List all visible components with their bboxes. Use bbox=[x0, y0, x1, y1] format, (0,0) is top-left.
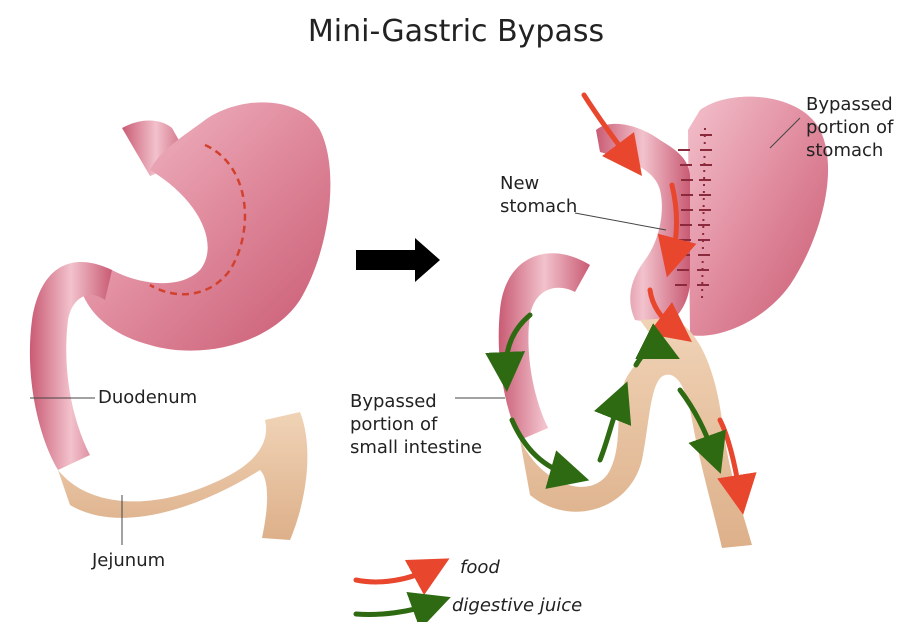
legend-juice-label: digestive juice bbox=[452, 594, 582, 617]
jejunum bbox=[58, 412, 307, 540]
legend-juice-arrow bbox=[356, 604, 432, 615]
label-bypassed-intestine: Bypassed portion of small intestine bbox=[350, 390, 482, 459]
normal-stomach bbox=[30, 102, 331, 470]
label-duodenum: Duodenum bbox=[98, 386, 197, 409]
new-stomach-leader bbox=[575, 213, 666, 230]
legend-food-label: food bbox=[460, 556, 500, 579]
legend-food-arrow bbox=[356, 568, 432, 582]
bypassed-duodenum bbox=[499, 253, 590, 440]
process-arrow bbox=[356, 238, 440, 282]
label-jejunum: Jejunum bbox=[92, 549, 165, 572]
label-new-stomach: New stomach bbox=[500, 172, 577, 218]
label-bypassed-stomach: Bypassed portion of stomach bbox=[806, 93, 893, 162]
bypassed-small-intestine bbox=[520, 318, 752, 548]
